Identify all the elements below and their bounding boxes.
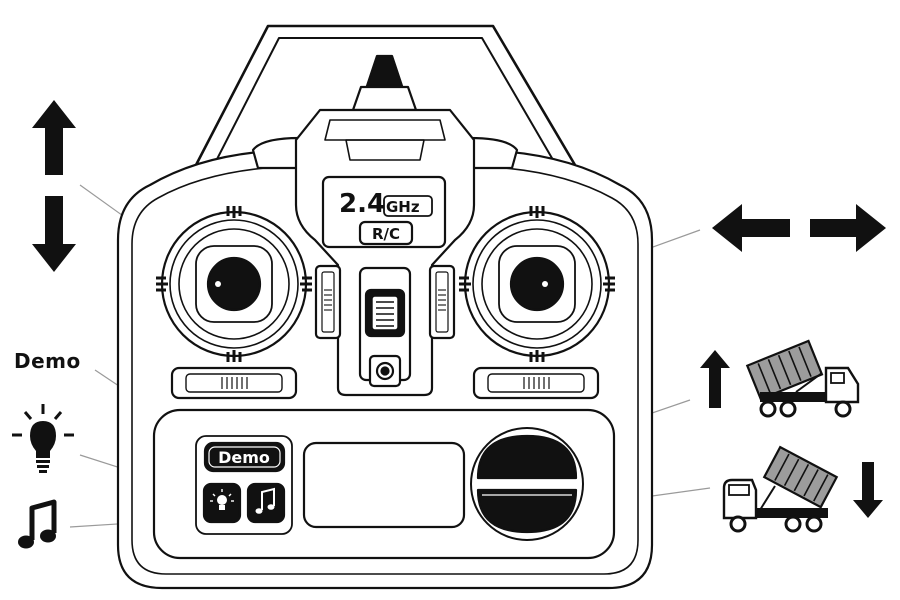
remote-controller — [116, 24, 654, 590]
left-stick-ring-3 — [178, 228, 290, 340]
trim-left[interactable] — [314, 264, 342, 340]
demo-button[interactable] — [203, 441, 286, 473]
frequency-unit-box — [383, 195, 433, 217]
music-note-icon — [18, 499, 57, 549]
dump-truck-lower-icon — [722, 445, 883, 533]
display-window — [302, 441, 466, 529]
mode-text: R/C — [372, 225, 400, 243]
demo-callout-label: Demo — [14, 349, 81, 373]
trim-left-ridges — [324, 289, 332, 311]
demo-button-rim — [208, 446, 281, 468]
trim-left-inner — [321, 271, 335, 333]
trim-bottom-left[interactable] — [170, 366, 298, 400]
music-button-icon — [255, 487, 275, 514]
right-joystick[interactable] — [459, 206, 615, 362]
lower-arrow-icon — [853, 462, 883, 518]
dump-down-button[interactable] — [476, 488, 578, 534]
center-slider-grip — [371, 295, 399, 331]
dump-truck-raise-icon — [700, 339, 860, 418]
arrow-up-icon — [32, 100, 76, 175]
trim-bottom-right-inner — [487, 373, 585, 393]
left-stick-dot — [215, 281, 221, 287]
right-stick-ticks — [459, 206, 615, 362]
center-slider-ridges — [376, 301, 394, 327]
shoulder-left — [251, 136, 302, 170]
tilted-bed — [762, 445, 839, 509]
trim-bottom-left-ridges — [221, 377, 248, 389]
left-joystick[interactable] — [156, 206, 312, 362]
trim-right-ridges — [438, 289, 446, 311]
arrow-left-icon — [712, 204, 790, 252]
trim-right-inner — [435, 271, 449, 333]
trim-bottom-left-inner — [185, 373, 283, 393]
trim-bottom-right-ridges — [523, 377, 550, 389]
right-stick-dot — [542, 281, 548, 287]
arrow-right-icon — [810, 204, 886, 252]
demo-button-label: Demo — [218, 448, 270, 467]
frequency-unit: GHz — [386, 198, 420, 216]
music-button[interactable] — [246, 482, 286, 524]
center-button-dot — [380, 366, 390, 376]
right-stick-gimbal — [498, 245, 576, 323]
right-stick-ring-2 — [472, 219, 602, 349]
right-stick-ring-3 — [481, 228, 593, 340]
arrow-down-icon — [32, 196, 76, 272]
handle-inner — [213, 37, 557, 166]
center-tower-top — [324, 119, 446, 141]
center-tower-ridge — [345, 139, 425, 161]
left-right-arrows-icon — [712, 204, 886, 252]
right-stick-knob[interactable] — [509, 256, 565, 312]
light-bulb-icon — [12, 404, 74, 473]
mode-label-box — [358, 220, 414, 246]
left-stick-ticks — [156, 206, 312, 362]
antenna — [365, 54, 404, 88]
frequency-value: 2.4 — [339, 189, 385, 219]
left-stick-gimbal — [195, 245, 273, 323]
button-cluster — [195, 435, 293, 535]
left-stick-ring-2 — [169, 219, 299, 349]
dump-up-button[interactable] — [476, 434, 578, 480]
trim-bottom-right[interactable] — [472, 366, 600, 400]
up-down-arrows-icon — [32, 100, 76, 272]
raise-arrow-icon — [700, 350, 730, 408]
trim-right[interactable] — [428, 264, 456, 340]
shoulder-right — [468, 136, 519, 170]
left-stick-knob[interactable] — [206, 256, 262, 312]
light-button-icon — [210, 489, 234, 510]
handle-outer — [194, 24, 577, 166]
antenna-base — [351, 85, 418, 112]
raised-bed — [745, 339, 824, 401]
